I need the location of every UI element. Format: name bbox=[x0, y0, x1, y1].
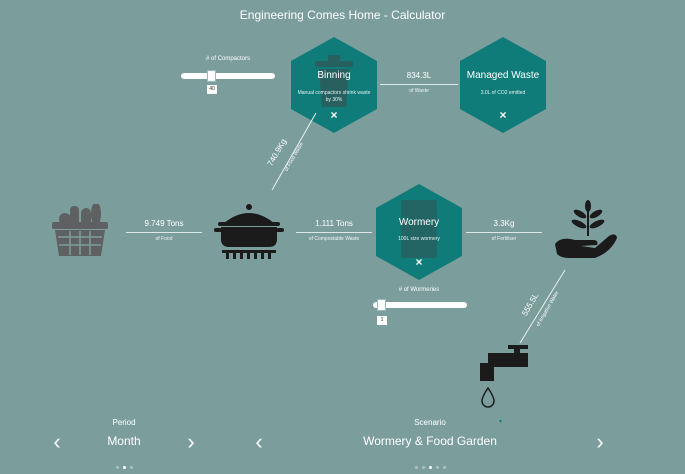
waste-amount: 834.3L bbox=[406, 71, 432, 80]
managed-waste-title: Managed Waste bbox=[466, 70, 540, 81]
compactors-label: # of Compactors bbox=[205, 56, 251, 62]
wormery-node[interactable]: Wormery 100L size wormery × bbox=[376, 184, 462, 280]
pager-dot[interactable] bbox=[122, 466, 126, 469]
binning-title: Binning bbox=[317, 70, 351, 81]
food-flow-line bbox=[126, 232, 202, 233]
period-label: Period bbox=[112, 418, 136, 427]
wormery-title: Wormery bbox=[398, 217, 440, 228]
water-drop-icon bbox=[481, 387, 495, 408]
period-next-button[interactable]: › bbox=[187, 429, 195, 454]
scenario-next-button[interactable]: › bbox=[596, 429, 604, 454]
pager-dot[interactable] bbox=[428, 466, 432, 469]
wormeries-slider[interactable] bbox=[373, 299, 467, 311]
waste-flow: 834.3L of Waste bbox=[380, 71, 458, 94]
pager-dot[interactable] bbox=[435, 466, 439, 469]
plant-in-hand-icon bbox=[555, 200, 617, 258]
fertiliser-flow-line bbox=[466, 232, 542, 233]
irrigation-line bbox=[519, 269, 566, 344]
compactors-value: 40 bbox=[207, 85, 217, 94]
binning-description: Manual compactors shrink waste by 30% bbox=[297, 90, 371, 103]
compactors-slider[interactable] bbox=[181, 70, 275, 82]
pager-dot[interactable] bbox=[115, 466, 119, 469]
fertiliser-amount: 3.3Kg bbox=[493, 219, 515, 228]
food-waste-line bbox=[271, 112, 317, 191]
period-value: Month bbox=[107, 434, 141, 448]
compostable-amount: 1.111 Tons bbox=[315, 219, 353, 228]
food-amount: 9.749 Tons bbox=[144, 219, 184, 228]
compostable-flow: 1.111 Tons of Compostable Waste bbox=[296, 219, 372, 242]
period-prev-button[interactable]: ‹ bbox=[53, 429, 61, 454]
compactors-slider-track[interactable] bbox=[181, 73, 275, 79]
basket-icon bbox=[52, 204, 108, 256]
waste-unit: of Waste bbox=[409, 88, 429, 94]
wormeries-label: # of Wormeries bbox=[398, 287, 440, 293]
wormery-bin-icon bbox=[401, 200, 437, 258]
app-title: Engineering Comes Home - Calculator bbox=[239, 8, 446, 22]
food-flow: 9.749 Tons of Food bbox=[126, 219, 202, 242]
pager-dot[interactable] bbox=[129, 466, 133, 469]
wormery-description: 100L size wormery bbox=[398, 236, 440, 242]
scenario-label: Scenario bbox=[414, 418, 446, 427]
waste-flow-line bbox=[380, 84, 458, 85]
managed-waste-description: 3.0L of CO2 emitted bbox=[480, 90, 526, 96]
pager-dot[interactable] bbox=[442, 466, 446, 469]
fertiliser-unit: of Fertiliser bbox=[491, 236, 517, 242]
compostable-flow-line bbox=[296, 232, 372, 233]
wormeries-slider-handle[interactable] bbox=[377, 299, 386, 311]
binning-close-button[interactable]: × bbox=[330, 108, 338, 122]
wormeries-value: 1 bbox=[377, 316, 387, 325]
managed-waste-close-button[interactable]: × bbox=[499, 108, 507, 122]
scenario-dropdown-icon[interactable]: ▾ bbox=[499, 419, 503, 425]
scenario-prev-button[interactable]: ‹ bbox=[255, 429, 263, 454]
period-pager[interactable] bbox=[98, 456, 150, 474]
fertiliser-flow: 3.3Kg of Fertiliser bbox=[466, 219, 542, 242]
pager-dot[interactable] bbox=[414, 466, 418, 469]
trash-bin-icon bbox=[315, 55, 353, 107]
cooking-pot-icon bbox=[214, 204, 284, 259]
scenario-pager[interactable] bbox=[400, 456, 460, 474]
wormery-close-button[interactable]: × bbox=[415, 255, 423, 269]
compactors-slider-handle[interactable] bbox=[207, 70, 216, 82]
wormeries-slider-track[interactable] bbox=[373, 302, 467, 308]
water-tap-icon bbox=[480, 345, 528, 381]
binning-node[interactable]: Binning Manual compactors shrink waste b… bbox=[291, 37, 377, 133]
scenario-value: Wormery & Food Garden bbox=[363, 434, 497, 448]
pager-dot[interactable] bbox=[421, 466, 425, 469]
compostable-unit: of Compostable Waste bbox=[308, 236, 360, 242]
food-unit: of Food bbox=[155, 236, 173, 242]
